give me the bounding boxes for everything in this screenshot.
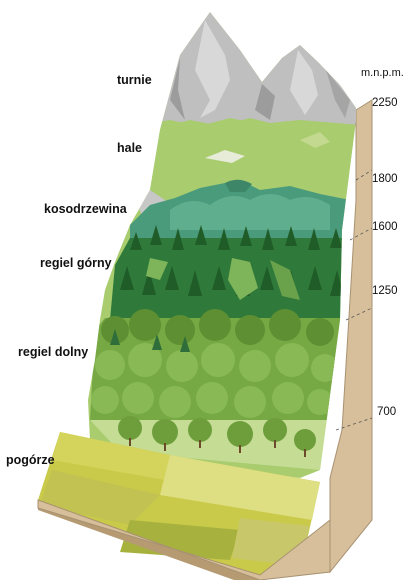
zone-regiel-gorny (110, 225, 350, 320)
label-regiel-gorny: regiel górny (40, 256, 112, 270)
label-regiel-dolny: regiel dolny (18, 345, 88, 359)
altitude-unit: m.n.p.m. (361, 67, 404, 79)
zone-regiel-dolny (90, 309, 345, 420)
altitude-2250: 2250 (372, 97, 398, 109)
altitude-700: 700 (377, 406, 396, 418)
label-turnie: turnie (117, 73, 152, 87)
label-hale: hale (117, 141, 142, 155)
altitude-1600: 1600 (372, 221, 398, 233)
zone-turnie (150, 12, 360, 130)
altitude-1250: 1250 (372, 285, 398, 297)
altitude-1800: 1800 (372, 173, 398, 185)
label-kosodrzewina: kosodrzewina (44, 202, 128, 216)
label-pogorze: pogórze (6, 453, 55, 467)
